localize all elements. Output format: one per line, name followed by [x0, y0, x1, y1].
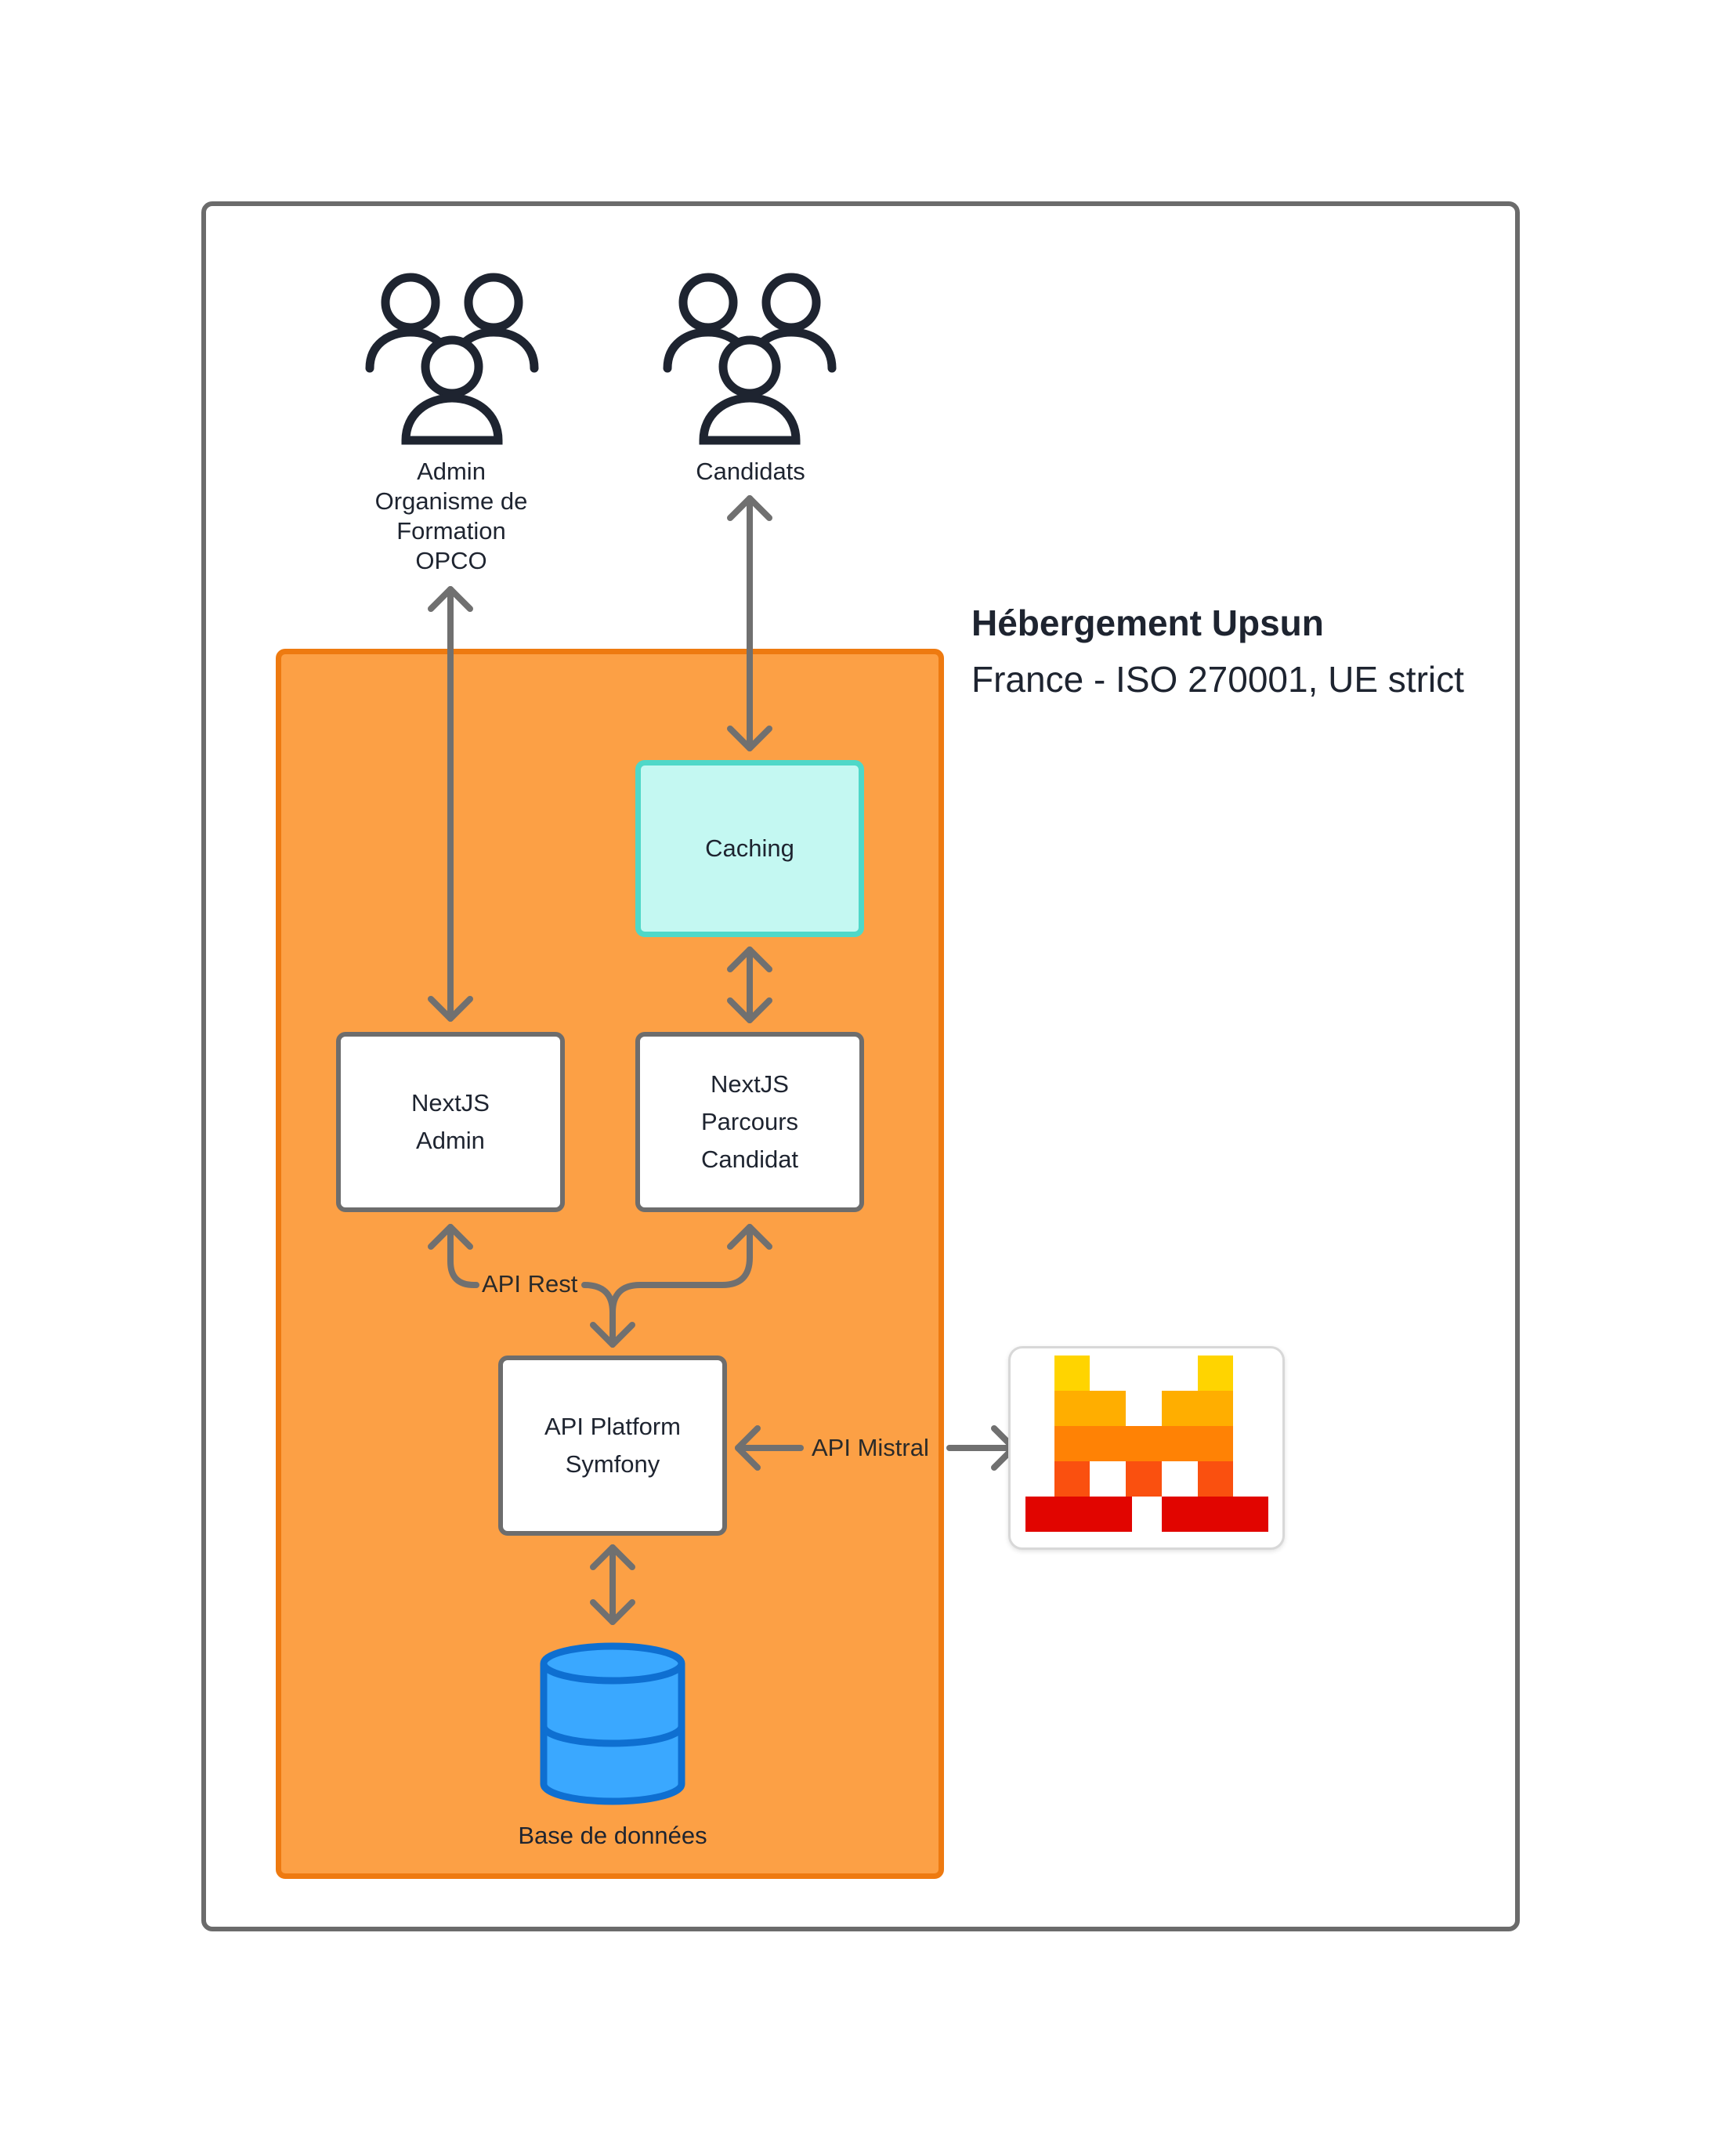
- candidats-label: Candidats: [696, 458, 805, 485]
- api-mistral-label: API Mistral: [812, 1434, 929, 1461]
- api-platform-label: API Platform Symfony: [544, 1413, 681, 1478]
- database-label: Base de données: [518, 1822, 707, 1849]
- nextjs-parcours-label: NextJS Parcours Candidat: [700, 1070, 799, 1173]
- nextjs-admin-label: NextJS Admin: [411, 1089, 490, 1154]
- mistral-logo: [1025, 1356, 1268, 1532]
- hosting-title: Hébergement Upsun: [971, 603, 1324, 643]
- caching-node: Caching: [635, 760, 864, 937]
- nextjs-parcours-node: NextJS Parcours Candidat: [635, 1032, 864, 1212]
- api-platform-node: API Platform Symfony: [498, 1356, 727, 1536]
- hosting-subtitle: France - ISO 270001, UE strict: [971, 659, 1464, 700]
- caching-label: Caching: [705, 834, 794, 862]
- users-group-icon: [663, 273, 837, 445]
- users-group-icon: [365, 273, 539, 445]
- api-rest-label: API Rest: [482, 1270, 578, 1298]
- database-cylinder-icon: [540, 1642, 685, 1805]
- admin-users-label: Admin Organisme de Formation OPCO: [374, 458, 528, 574]
- nextjs-admin-node: NextJS Admin: [336, 1032, 565, 1212]
